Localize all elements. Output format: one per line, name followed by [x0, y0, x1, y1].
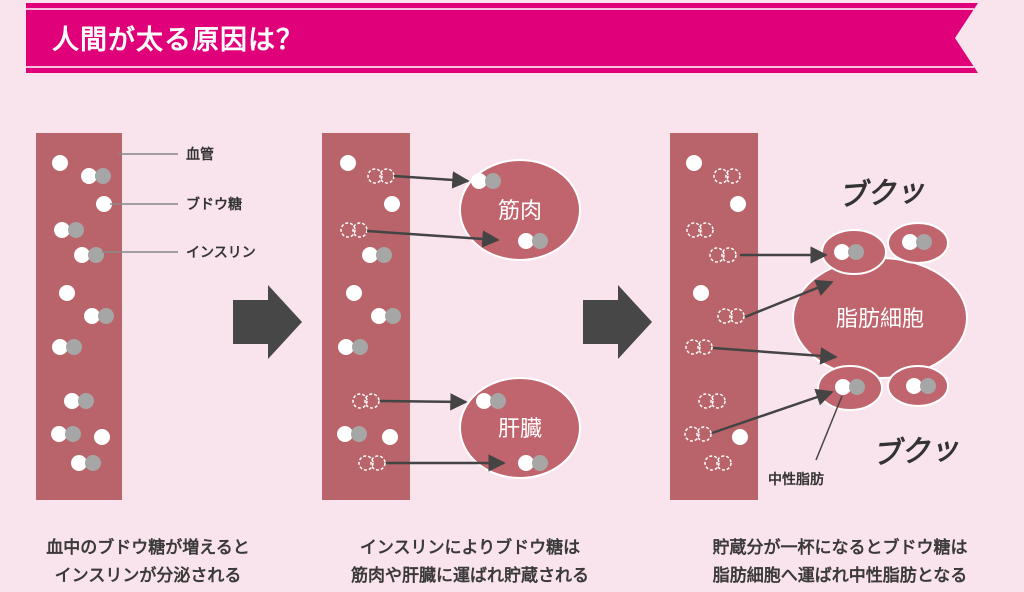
caption-line: インスリンが分泌される — [54, 566, 242, 586]
panel-3: 脂肪細胞 — [670, 133, 968, 500]
molecules — [337, 155, 548, 471]
panel-2: 筋肉 肝臓 — [322, 133, 581, 500]
step-1-caption: 血中のブドウ糖が増えると インスリンが分泌される — [0, 534, 298, 590]
molecules — [684, 155, 936, 471]
caption-line: 脂肪細胞へ運ばれ中性脂肪となる — [712, 566, 968, 586]
step-arrow-icon — [583, 285, 652, 359]
transport-arrows — [711, 246, 838, 435]
caption-line: 筋肉や肝臓に運ばれ貯蔵される — [351, 566, 589, 586]
insulin-label: インスリン — [186, 245, 256, 261]
step-3-caption: 貯蔵分が一杯になるとブドウ糖は 脂肪細胞へ運ばれ中性脂肪となる — [680, 534, 1000, 590]
puffing-top-label: ブクッ — [837, 173, 926, 213]
fat-cell-label: 脂肪細胞 — [836, 307, 924, 332]
step-2-caption: インスリンによりブドウ糖は 筋肉や肝臓に運ばれ貯蔵される — [320, 534, 620, 590]
neutral-fat-label: 中性脂肪 — [768, 471, 824, 488]
glucose-label: ブドウ糖 — [186, 196, 242, 213]
caption-line: インスリンによりブドウ糖は — [359, 538, 581, 558]
step-arrow-icon — [233, 285, 302, 359]
puffing-bottom-label: ブクッ — [871, 431, 960, 471]
page-title: 人間が太る原因は？ — [52, 25, 304, 56]
liver-label: 肝臓 — [498, 417, 542, 442]
caption-line: 血中のブドウ糖が増えると — [46, 538, 250, 558]
title-banner — [26, 3, 978, 73]
panel-1: 血管 ブドウ糖 インスリン — [36, 133, 256, 500]
callout-line-neutral-fat — [815, 395, 843, 461]
caption-line: 貯蔵分が一杯になるとブドウ糖は — [712, 538, 968, 558]
molecules — [51, 155, 114, 471]
muscle-label: 筋肉 — [498, 199, 542, 224]
transport-arrows — [366, 171, 506, 472]
blood-vessel-label: 血管 — [186, 146, 214, 163]
